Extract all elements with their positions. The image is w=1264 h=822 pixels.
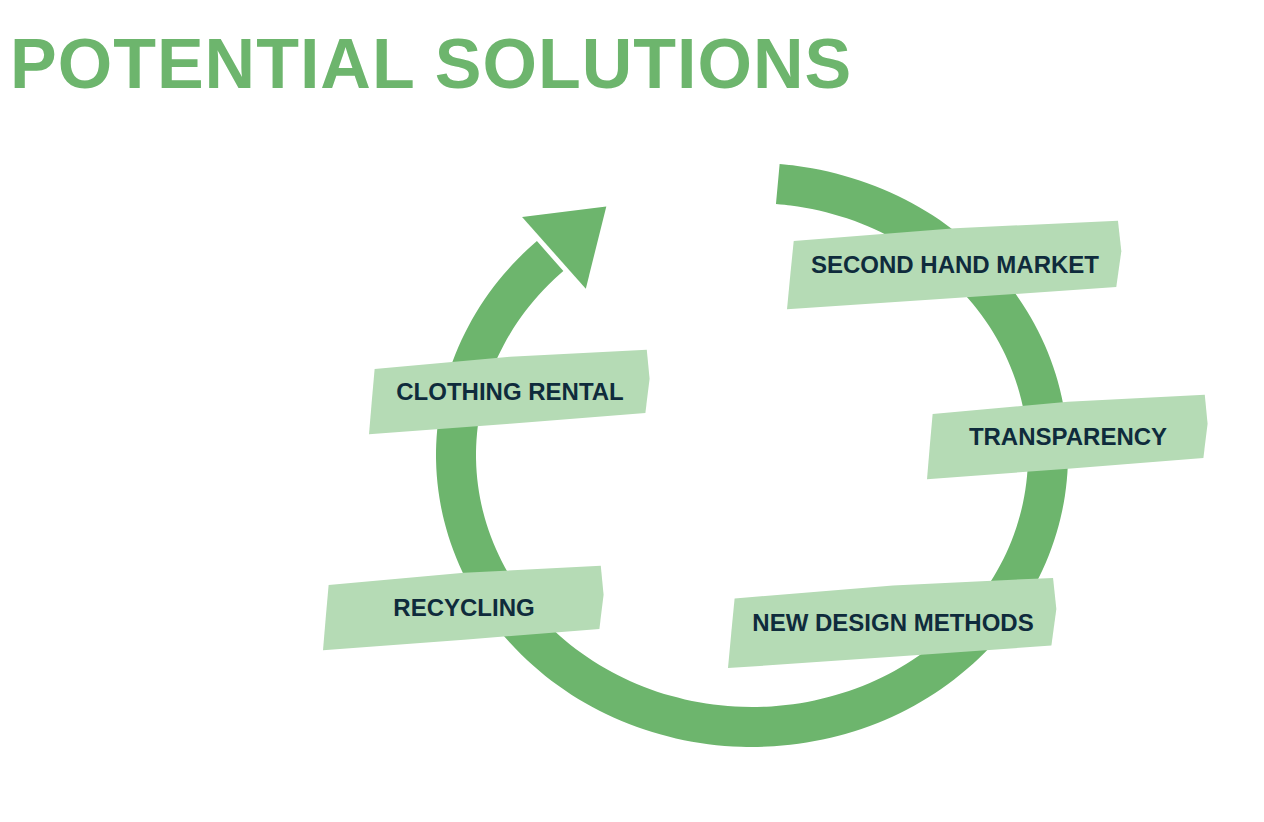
solution-label: NEW DESIGN METHODS xyxy=(752,609,1033,638)
patch-shape xyxy=(323,566,604,650)
patch-shape xyxy=(927,395,1208,479)
label-patch: CLOTHING RENTAL xyxy=(369,348,651,436)
solution-label: TRANSPARENCY xyxy=(969,423,1167,452)
label-patch: SECOND HAND MARKET xyxy=(787,219,1123,311)
solution-label: RECYCLING xyxy=(393,594,534,623)
patch-shape xyxy=(369,350,650,434)
label-patch: TRANSPARENCY xyxy=(927,393,1209,481)
slide-title: POTENTIAL SOLUTIONS xyxy=(10,26,852,103)
patch-shape xyxy=(728,578,1056,668)
label-patch: RECYCLING xyxy=(323,564,605,652)
label-patch: NEW DESIGN METHODS xyxy=(728,576,1058,670)
solution-label: SECOND HAND MARKET xyxy=(811,251,1099,280)
patch-shape xyxy=(787,221,1121,309)
arrow-head xyxy=(522,206,606,288)
solution-label: CLOTHING RENTAL xyxy=(396,378,624,407)
